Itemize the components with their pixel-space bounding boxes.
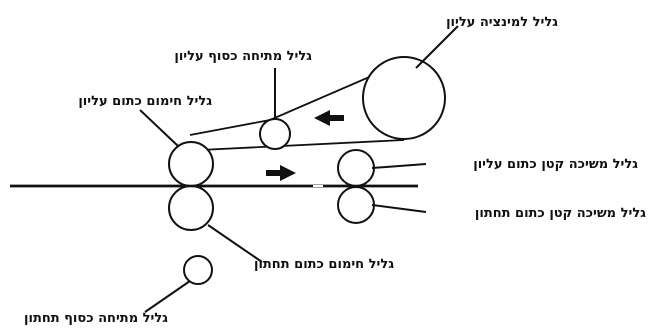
top-heating-roller <box>168 141 214 187</box>
leader-bottom-tension <box>144 280 191 313</box>
label-top-foil-tension-roller: גליל מתיחה כסוף עליון <box>174 49 312 64</box>
leader-bottom-pull <box>371 204 427 213</box>
label-top-small-pull-roller: גליל משיכה קטן כתום עליון <box>473 157 638 172</box>
leader-top-unwind <box>415 25 459 69</box>
arrow-left-icon <box>314 110 344 126</box>
bottom-heating-roller <box>168 185 214 231</box>
leader-top-heating <box>139 109 179 147</box>
bottom-small-pull-roller <box>337 186 375 224</box>
top-unwind-roller <box>362 56 446 140</box>
top-foil-tension-roller <box>259 118 291 150</box>
label-top-heating-roller: גליל חימום כתום עליון <box>78 94 212 109</box>
top-small-pull-roller <box>337 149 375 187</box>
arrow-right-icon <box>266 165 296 181</box>
label-top-unwind-roller: גליל למינציה עליון <box>446 15 558 30</box>
label-bottom-small-pull-roller: גליל משיכה קטן כתום תחתון <box>475 206 646 221</box>
leader-bottom-heating <box>207 224 263 263</box>
label-bottom-heating-roller: גליל חימום כתום תחתון <box>254 257 394 272</box>
leader-top-pull <box>371 163 427 169</box>
foil-path-return <box>199 139 405 151</box>
label-bottom-foil-tension-roller: גליל מתיחה כסוף תחתון <box>24 311 168 326</box>
bottom-foil-tension-roller <box>183 255 213 285</box>
